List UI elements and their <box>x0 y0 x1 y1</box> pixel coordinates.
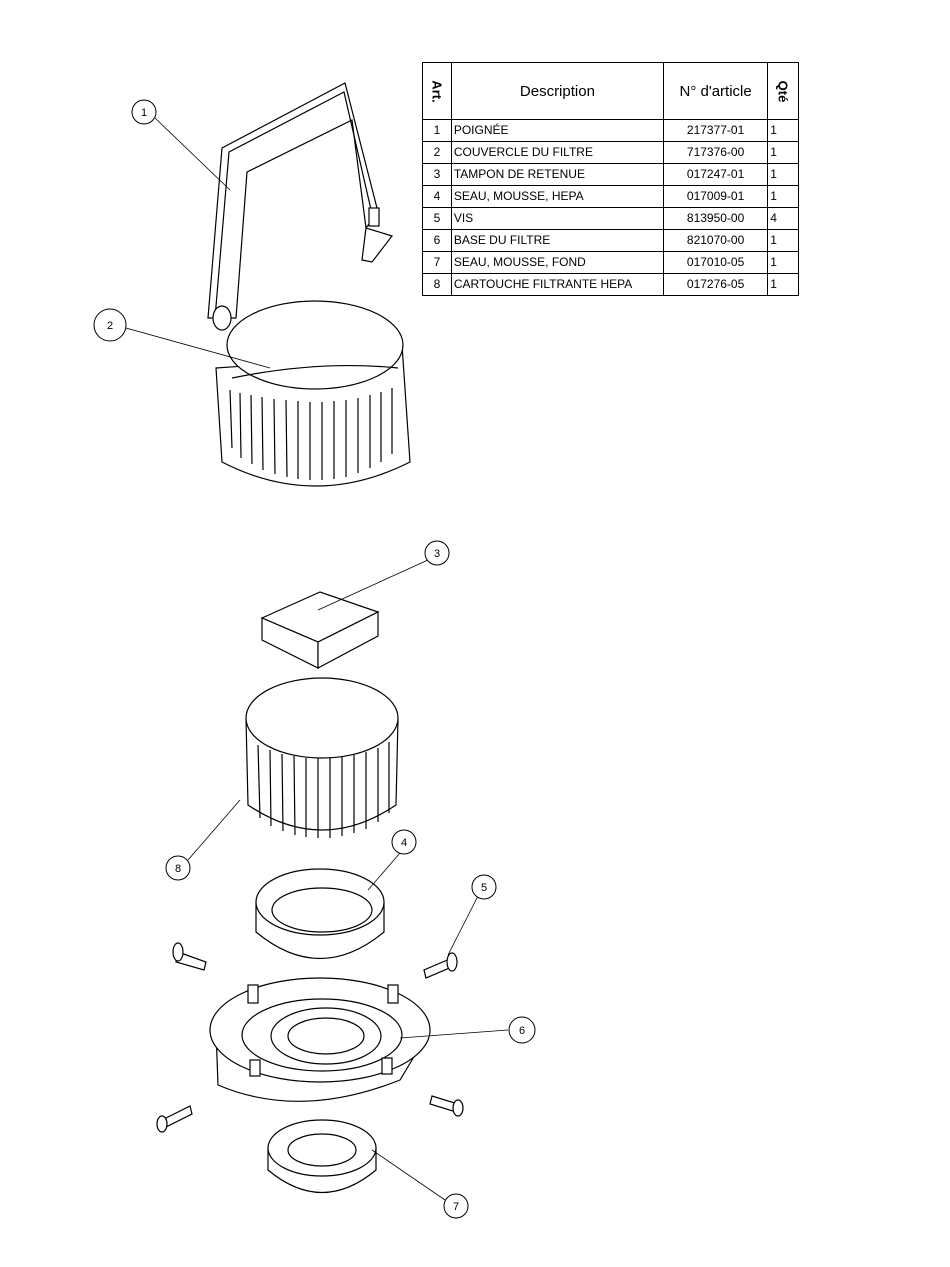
callout-1: 1 <box>132 100 156 124</box>
handle-part <box>208 83 392 330</box>
callout-8: 8 <box>166 856 190 880</box>
callout-3: 3 <box>425 541 449 565</box>
svg-text:1: 1 <box>141 107 147 119</box>
svg-text:6: 6 <box>519 1025 525 1037</box>
callout-6: 6 <box>509 1017 535 1043</box>
callout-4: 4 <box>392 830 416 854</box>
retaining-pad-part <box>262 592 378 668</box>
foam-ring-hepa-part <box>256 869 384 959</box>
filter-cover-part <box>216 301 410 486</box>
foam-ring-bottom-part <box>268 1120 376 1193</box>
filter-base-part <box>210 978 430 1101</box>
svg-text:3: 3 <box>434 548 440 560</box>
header-qty: Qté <box>768 63 799 120</box>
hepa-cartridge-part <box>246 678 398 838</box>
header-item: Art. <box>423 63 452 120</box>
header-description: Description <box>451 63 663 120</box>
table-header-row: Art. Description N° d'article Qté <box>423 63 799 120</box>
callout-2: 2 <box>94 309 126 341</box>
header-part-number: N° d'article <box>663 63 767 120</box>
callout-5: 5 <box>472 875 496 899</box>
svg-text:7: 7 <box>453 1201 459 1213</box>
svg-text:8: 8 <box>175 863 181 875</box>
svg-text:4: 4 <box>401 837 407 849</box>
svg-text:2: 2 <box>107 320 113 332</box>
svg-text:5: 5 <box>481 882 487 894</box>
callout-7: 7 <box>444 1194 468 1218</box>
